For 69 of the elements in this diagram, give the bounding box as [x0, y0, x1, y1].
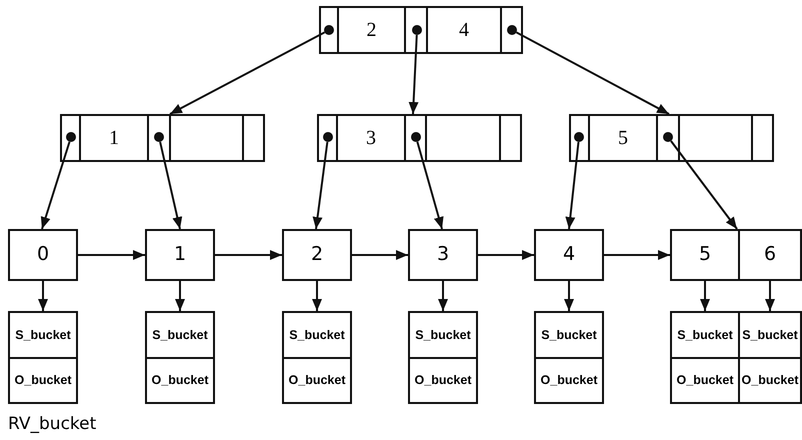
arrow [38, 281, 48, 311]
bucket-label: S_bucket [676, 327, 734, 344]
arrow [352, 250, 408, 260]
bucket-label: O_bucket [288, 372, 346, 388]
bucket-label: S_bucket [151, 327, 209, 344]
bucket-label: O_bucket [740, 372, 800, 388]
bucket-box [738, 311, 802, 404]
pointer-dot [323, 132, 333, 142]
key-label: 5 [698, 244, 712, 264]
bucket-box [534, 311, 604, 404]
key-label: 3 [436, 244, 450, 264]
leaf-node-box [670, 229, 740, 281]
caption-label: RV_bucket [8, 414, 96, 434]
pointer-dot [507, 25, 517, 35]
arrow [170, 31, 326, 115]
arrow [670, 140, 738, 230]
bucket-label: S_bucket [540, 327, 598, 344]
pointer-dot [411, 132, 421, 142]
tree-node-box [319, 6, 523, 54]
bucket-label: S_bucket [414, 327, 472, 344]
leaf-node-box [282, 229, 352, 281]
key-label: 2 [310, 244, 324, 264]
arrow [478, 250, 534, 260]
leaf-node-box [145, 229, 215, 281]
bucket-label: S_bucket [14, 327, 72, 344]
bucket-box [8, 311, 78, 404]
arrow [765, 281, 775, 311]
key-label: 0 [36, 244, 50, 264]
pointer-dot [412, 25, 422, 35]
bucket-label: S_bucket [288, 327, 346, 344]
tree-node-box [569, 114, 774, 162]
arrow [175, 281, 185, 311]
tree-node-box [317, 114, 522, 162]
tree-node-box [60, 114, 265, 162]
arrow [438, 281, 448, 311]
bucket-label: O_bucket [150, 372, 210, 388]
bucket-box [670, 311, 740, 404]
key-label: 4 [458, 20, 470, 40]
bucket-label: O_bucket [414, 372, 472, 388]
pointer-dot [66, 132, 76, 142]
key-label: 2 [366, 20, 378, 40]
key-label: 4 [562, 244, 576, 264]
bucket-label: S_bucket [741, 327, 799, 344]
key-label: 3 [365, 128, 377, 148]
key-label: 1 [172, 244, 188, 264]
arrow [312, 281, 322, 311]
arrow [700, 281, 710, 311]
leaf-node-box [408, 229, 478, 281]
bucket-label: O_bucket [14, 372, 72, 388]
arrow [78, 250, 145, 260]
arrow [604, 250, 670, 260]
key-label: 1 [108, 128, 120, 148]
pointer-dot [663, 132, 673, 142]
arrow [215, 250, 282, 260]
bucket-label: O_bucket [540, 372, 598, 388]
arrow [564, 281, 574, 311]
bucket-box [408, 311, 478, 404]
leaf-node-box [8, 229, 78, 281]
pointer-dot [154, 132, 164, 142]
leaf-node-box [534, 229, 604, 281]
leaf-node-box [738, 229, 802, 281]
pointer-dot [324, 25, 334, 35]
bucket-box [145, 311, 215, 404]
arrow [516, 31, 670, 115]
bucket-label: O_bucket [676, 372, 734, 388]
pointer-dot [574, 132, 584, 142]
bucket-box [282, 311, 352, 404]
key-label: 6 [762, 244, 778, 264]
key-label: 5 [617, 128, 629, 148]
